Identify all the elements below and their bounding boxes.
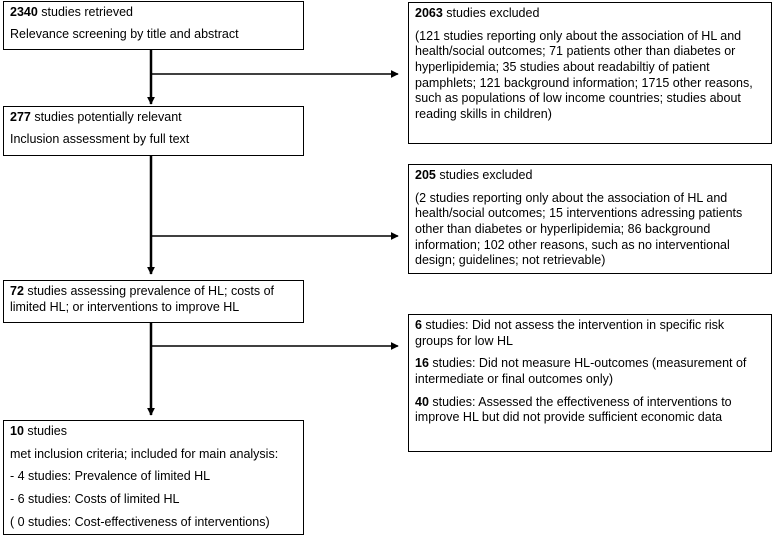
excluded-1-line: 2063 studies excluded [415, 6, 765, 22]
assessing-text: studies assessing prevalence of HL; cost… [10, 284, 275, 314]
assessing-line: 72 studies assessing prevalence of HL; c… [10, 284, 297, 315]
relevant-count: 277 [10, 110, 31, 124]
box-potentially-relevant: 277 studies potentially relevant Inclusi… [3, 106, 304, 156]
excluded-2-line: 205 studies excluded [415, 168, 765, 184]
excl3-count-3: 40 [415, 394, 429, 409]
screening-text: Relevance screening by title and abstrac… [10, 26, 239, 41]
relevant-line: 277 studies potentially relevant [10, 110, 297, 126]
box-excluded-1: 2063 studies excluded (121 studies repor… [408, 2, 772, 144]
excl3-text-1: studies: Did not assess the intervention… [415, 318, 725, 348]
box-retrieved: 2340 studies retrieved Relevance screeni… [3, 1, 304, 50]
excl3-count-2: 16 [415, 356, 429, 371]
excluded-1-detail: (121 studies reporting only about the as… [415, 28, 753, 121]
included-count: 10 [10, 424, 24, 438]
included-text: studies [23, 424, 67, 438]
box-included: 10 studies met inclusion criteria; inclu… [3, 420, 304, 535]
excl3-item-1: 6 studies: Did not assess the interventi… [415, 318, 765, 349]
excluded-1-text: studies excluded [442, 6, 540, 20]
retrieved-text: studies retrieved [37, 5, 133, 19]
excluded-1-count: 2063 [415, 6, 443, 20]
assessing-count: 72 [10, 284, 24, 298]
included-costs: - 6 studies: Costs of limited HL [10, 491, 180, 506]
box-excluded-2: 205 studies excluded (2 studies reportin… [408, 164, 772, 274]
excl3-count-1: 6 [415, 318, 422, 332]
retrieved-line: 2340 studies retrieved [10, 5, 297, 21]
included-cost-effectiveness: ( 0 studies: Cost-effectiveness of inter… [10, 514, 270, 529]
retrieved-count: 2340 [10, 5, 38, 19]
included-line: 10 studies [10, 424, 297, 440]
box-excluded-3: 6 studies: Did not assess the interventi… [408, 314, 772, 452]
excluded-2-count: 205 [415, 168, 436, 182]
fulltext-text: Inclusion assessment by full text [10, 131, 190, 146]
box-assessing: 72 studies assessing prevalence of HL; c… [3, 280, 304, 323]
excl3-text-2: studies: Did not measure HL-outcomes (me… [415, 356, 747, 386]
excluded-2-detail: (2 studies reporting only about the asso… [415, 190, 743, 268]
excl3-item-3: 40 studies: Assessed the effectiveness o… [415, 395, 765, 426]
excl3-text-3: studies: Assessed the effectiveness of i… [415, 394, 732, 425]
excl3-item-2: 16 studies: Did not measure HL-outcomes … [415, 356, 765, 387]
relevant-text: studies potentially relevant [30, 110, 182, 124]
excluded-2-text: studies excluded [435, 168, 533, 182]
included-prevalence: - 4 studies: Prevalence of limited HL [10, 469, 211, 484]
included-criteria: met inclusion criteria; included for mai… [10, 446, 279, 461]
